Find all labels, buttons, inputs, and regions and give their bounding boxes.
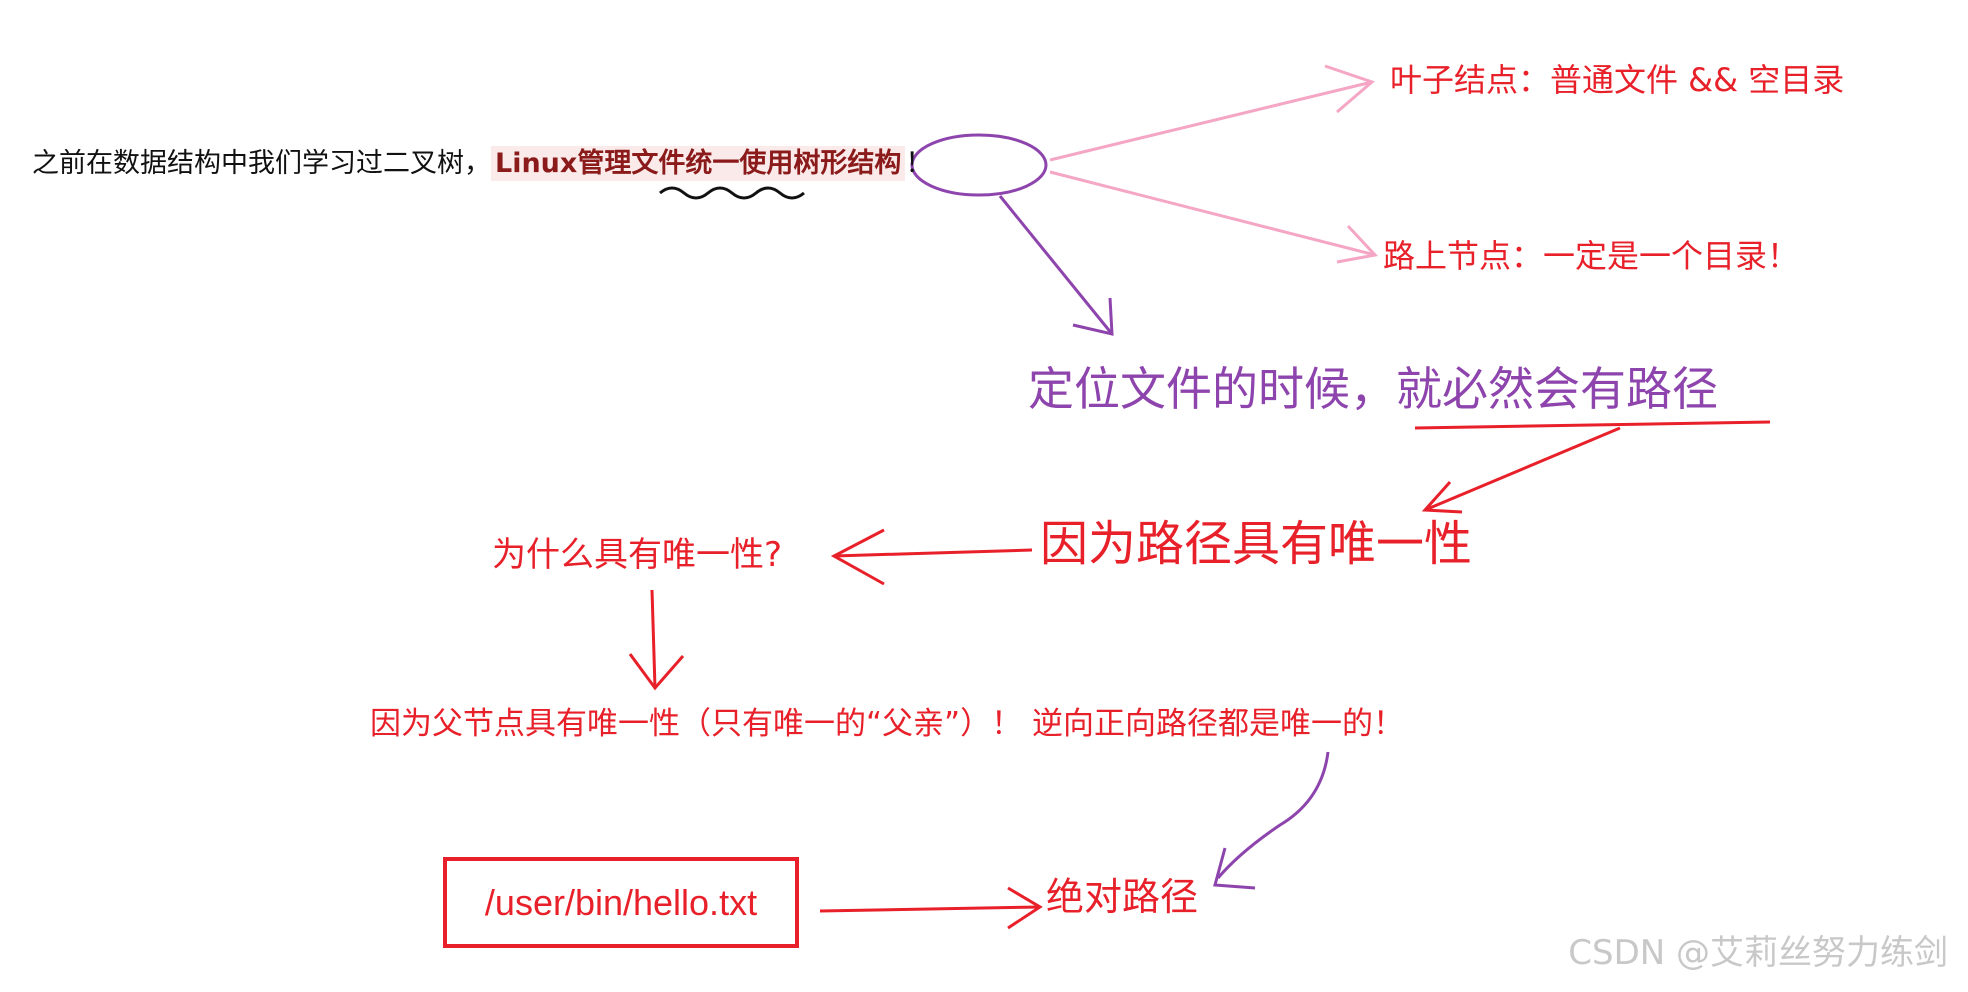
absolute-path-label: 绝对路径 — [1046, 875, 1199, 919]
leaf-node-note: 叶子结点：普通文件 && 空目录 — [1390, 61, 1845, 99]
path-unique-note: 因为路径具有唯一性 — [1040, 516, 1473, 572]
arrow-to-absolute-head — [1213, 847, 1256, 890]
why-unique-question: 为什么具有唯一性? — [492, 535, 783, 575]
arrow-to-unique — [1424, 426, 1621, 512]
wavy-underline — [659, 186, 805, 200]
locate-file-note: 定位文件的时候，就必然会有路径 — [1028, 362, 1718, 416]
arrow-to-locate — [998, 195, 1114, 335]
arrow-box-to-absolute-head — [1007, 886, 1043, 930]
arrow-box-to-absolute — [819, 905, 1041, 913]
arrow-to-locate-head — [1072, 297, 1114, 336]
path-node-note: 路上节点：一定是一个目录！ — [1383, 237, 1800, 275]
example-path-box: /user/bin/hello.txt — [443, 857, 799, 948]
underline-path — [1414, 420, 1771, 430]
arrow-to-parent — [650, 589, 657, 689]
intro-prefix: 之前在数据结构中我们学习过二叉树， — [32, 148, 491, 179]
arrow-to-why-head — [830, 528, 885, 586]
arrow-to-path-node-head — [1336, 224, 1378, 264]
arrow-to-absolute — [1216, 751, 1330, 879]
intro-highlight: Linux管理文件统一使用树形结构 — [491, 146, 906, 181]
arrow-to-leaf — [1049, 80, 1373, 162]
arrow-to-path-node — [1049, 170, 1376, 257]
example-path: /user/bin/hello.txt — [484, 881, 758, 923]
watermark: CSDN @艾莉丝努力练剑 — [1568, 933, 1948, 973]
arrow-to-unique-head — [1421, 481, 1463, 514]
parent-unique-note: 因为父节点具有唯一性（只有唯一的“父亲”）！ 逆向正向路径都是唯一的！ — [370, 706, 1404, 742]
arrow-to-why — [833, 548, 1033, 558]
arrow-to-leaf-head — [1324, 64, 1375, 114]
arrow-to-parent-head — [628, 653, 685, 691]
intro-sentence: 之前在数据结构中我们学习过二叉树，Linux管理文件统一使用树形结构！ — [32, 146, 933, 181]
highlight-ellipse — [910, 133, 1048, 197]
intro-suffix: ！ — [905, 148, 933, 179]
